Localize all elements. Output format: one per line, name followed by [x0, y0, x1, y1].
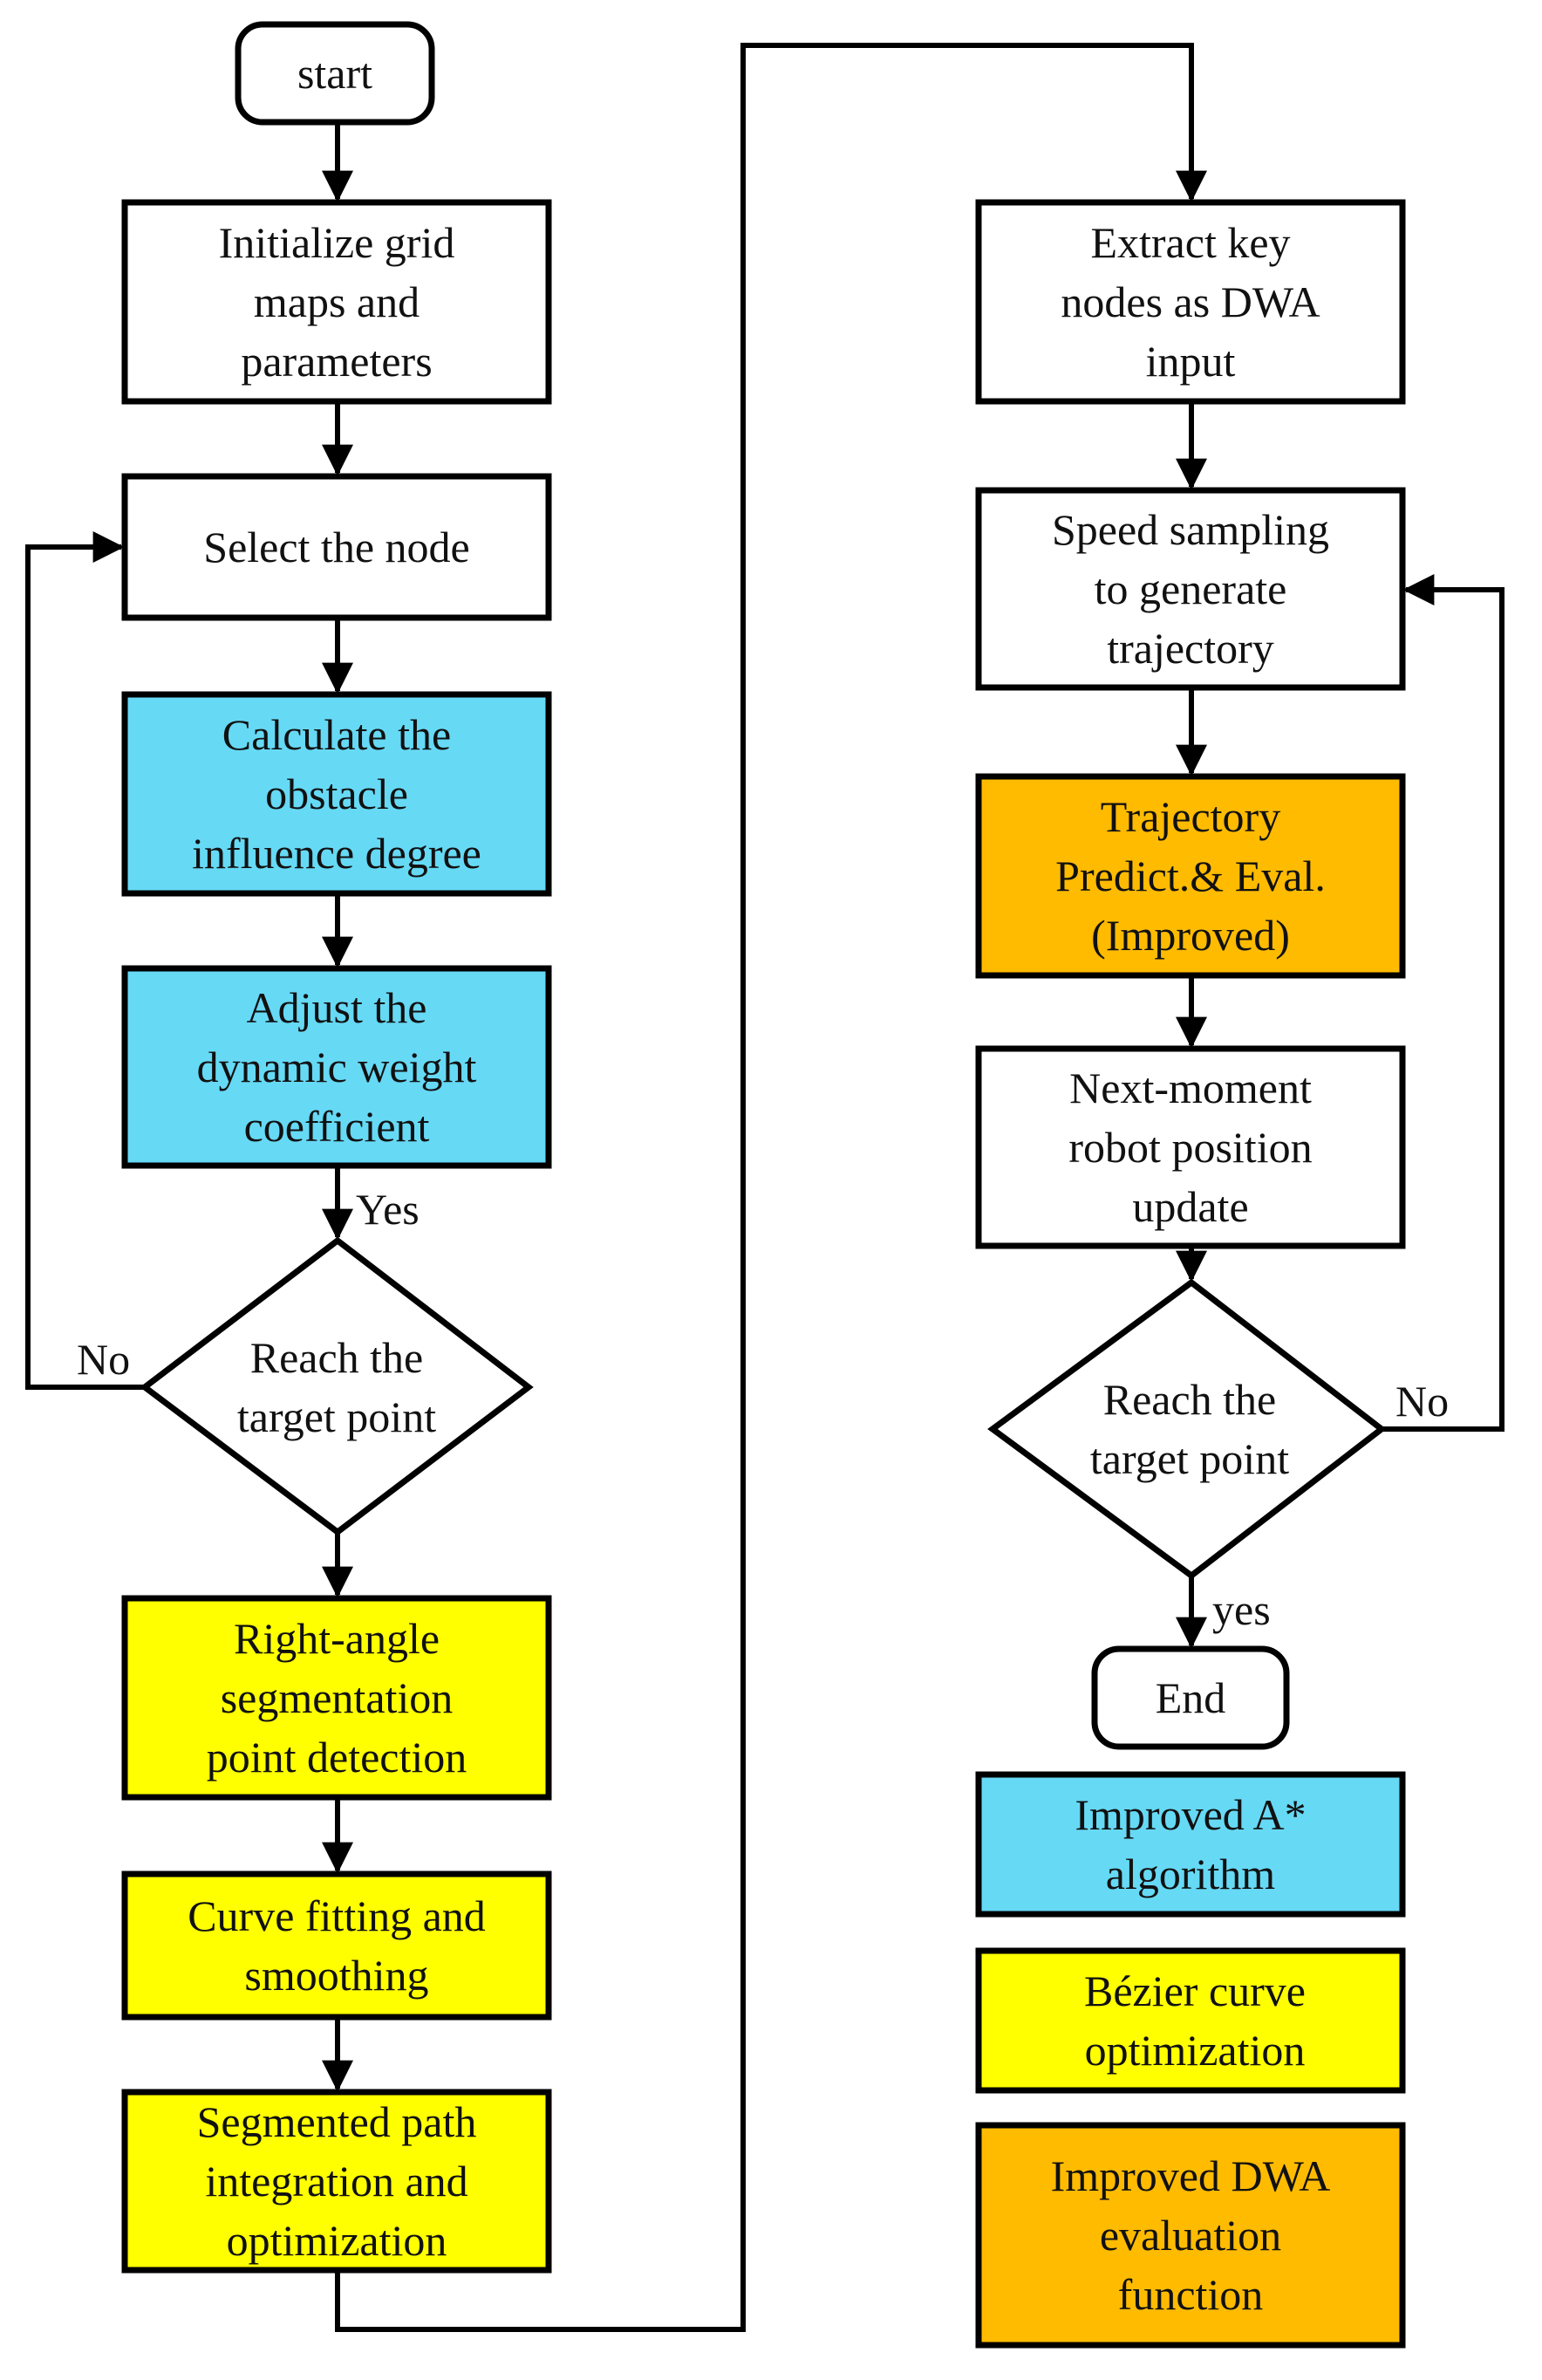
- node-label-line: Improved A*: [1075, 1790, 1306, 1839]
- legend-improved-astar: [975, 1771, 1406, 1918]
- legend-astar-label: Improved A* algorithm: [1075, 1790, 1306, 1898]
- node-label-line: optimization: [227, 2216, 447, 2265]
- node-label-line: Reach the: [250, 1333, 424, 1382]
- right-angle-label: Right-angle segmentation point detection: [207, 1614, 467, 1782]
- node-label-line: coefficient: [244, 1102, 430, 1151]
- legend-dwa: [975, 2122, 1406, 2349]
- legend-dwa-label: Improved DWA evaluation function: [1051, 2151, 1331, 2319]
- node-label-line: robot position: [1068, 1123, 1312, 1172]
- init-label: Initialize grid maps and parameters: [219, 218, 455, 386]
- node-label-line: Calculate the: [222, 710, 451, 759]
- node-label-line: Segmented path: [197, 2097, 477, 2146]
- reach-target-decision-left: [140, 1236, 534, 1536]
- node-label-line: optimization: [1085, 2026, 1306, 2075]
- node-label-line: obstacle: [265, 769, 408, 818]
- node-label-line: Speed sampling: [1052, 505, 1329, 554]
- node-label-line: integration and: [205, 2157, 467, 2206]
- node-label-line: Select the node: [203, 523, 469, 571]
- edge-label-yes-left: Yes: [356, 1185, 420, 1234]
- segmented-path-box: [121, 2089, 552, 2274]
- edge-label-yes-right: yes: [1212, 1585, 1271, 1634]
- edge-label-no-left: No: [77, 1335, 130, 1384]
- node-label-line: target point: [1090, 1434, 1289, 1483]
- node-label-line: maps and: [254, 277, 420, 326]
- select-node-label: Select the node: [203, 523, 469, 571]
- node-label-line: Next-moment: [1069, 1063, 1312, 1112]
- node-label-line: start: [297, 49, 372, 98]
- node-label-line: Initialize grid: [219, 218, 455, 267]
- legend-bezier-label: Bézier curve optimization: [1084, 1966, 1306, 2075]
- select-node-box: [121, 473, 552, 621]
- node-label-line: Curve fitting and: [188, 1891, 486, 1940]
- edge-label-no-right: No: [1395, 1377, 1449, 1426]
- node-label-line: Adjust the: [247, 983, 427, 1032]
- node-label-line: update: [1132, 1182, 1248, 1231]
- reach-target-decision-right: [987, 1278, 1387, 1580]
- reach-target-right-label: Reach the target point: [1090, 1375, 1289, 1483]
- init-box: [121, 199, 552, 405]
- adjust-weight-label: Adjust the dynamic weight coefficient: [197, 983, 477, 1151]
- node-label-line: algorithm: [1106, 1850, 1276, 1898]
- node-label-line: Improved DWA: [1051, 2151, 1331, 2200]
- node-label-line: to generate: [1095, 564, 1287, 613]
- node-label-line: (Improved): [1091, 911, 1290, 960]
- node-label-line: evaluation: [1100, 2211, 1281, 2260]
- node-label-line: dynamic weight: [197, 1043, 477, 1091]
- end-terminal: [1091, 1645, 1290, 1750]
- segmented-path-label: Segmented path integration and optimizatio…: [197, 2097, 477, 2265]
- node-label-line: point detection: [207, 1733, 467, 1782]
- start-label: start: [297, 49, 372, 98]
- extract-key-nodes-label: Extract key nodes as DWA input: [1061, 218, 1320, 386]
- extract-key-nodes-box: [975, 199, 1406, 405]
- speed-sampling-box: [975, 487, 1406, 691]
- reach-target-left-label: Reach the target point: [237, 1333, 436, 1441]
- node-label-line: Trajectory: [1101, 792, 1280, 841]
- calc-obstacle-label: Calculate the obstacle influence degree: [192, 710, 481, 878]
- node-label-line: Reach the: [1103, 1375, 1277, 1424]
- edge-no-loop-left: [25, 531, 145, 1390]
- edge-segmented-to-extract: [335, 43, 1207, 2332]
- node-label-line: target point: [237, 1392, 436, 1441]
- end-label: End: [1156, 1673, 1226, 1722]
- calc-obstacle-box: [121, 691, 552, 897]
- node-label-line: influence degree: [192, 829, 481, 878]
- curve-fitting-label: Curve fitting and smoothing: [188, 1891, 486, 2000]
- node-label-line: Predict.& Eval.: [1055, 851, 1326, 900]
- node-label-line: function: [1118, 2270, 1264, 2319]
- node-label-line: input: [1146, 337, 1236, 386]
- node-label-line: smoothing: [244, 1951, 428, 2000]
- node-label-line: nodes as DWA: [1061, 277, 1320, 326]
- legend-bezier: [975, 1947, 1406, 2094]
- node-label-line: parameters: [241, 337, 432, 386]
- edge-no-loop-right: [1382, 574, 1504, 1432]
- speed-sampling-label: Speed sampling to generate trajectory: [1052, 505, 1329, 673]
- node-label-line: Bézier curve: [1084, 1966, 1306, 2015]
- node-label-line: Extract key: [1090, 218, 1290, 267]
- trajectory-eval-box: [975, 773, 1406, 979]
- node-label-line: trajectory: [1107, 624, 1274, 673]
- next-position-label: Next-moment robot position update: [1068, 1063, 1312, 1231]
- node-label-line: End: [1156, 1673, 1226, 1722]
- node-label-line: segmentation: [221, 1673, 454, 1722]
- node-label-line: Right-angle: [234, 1614, 440, 1663]
